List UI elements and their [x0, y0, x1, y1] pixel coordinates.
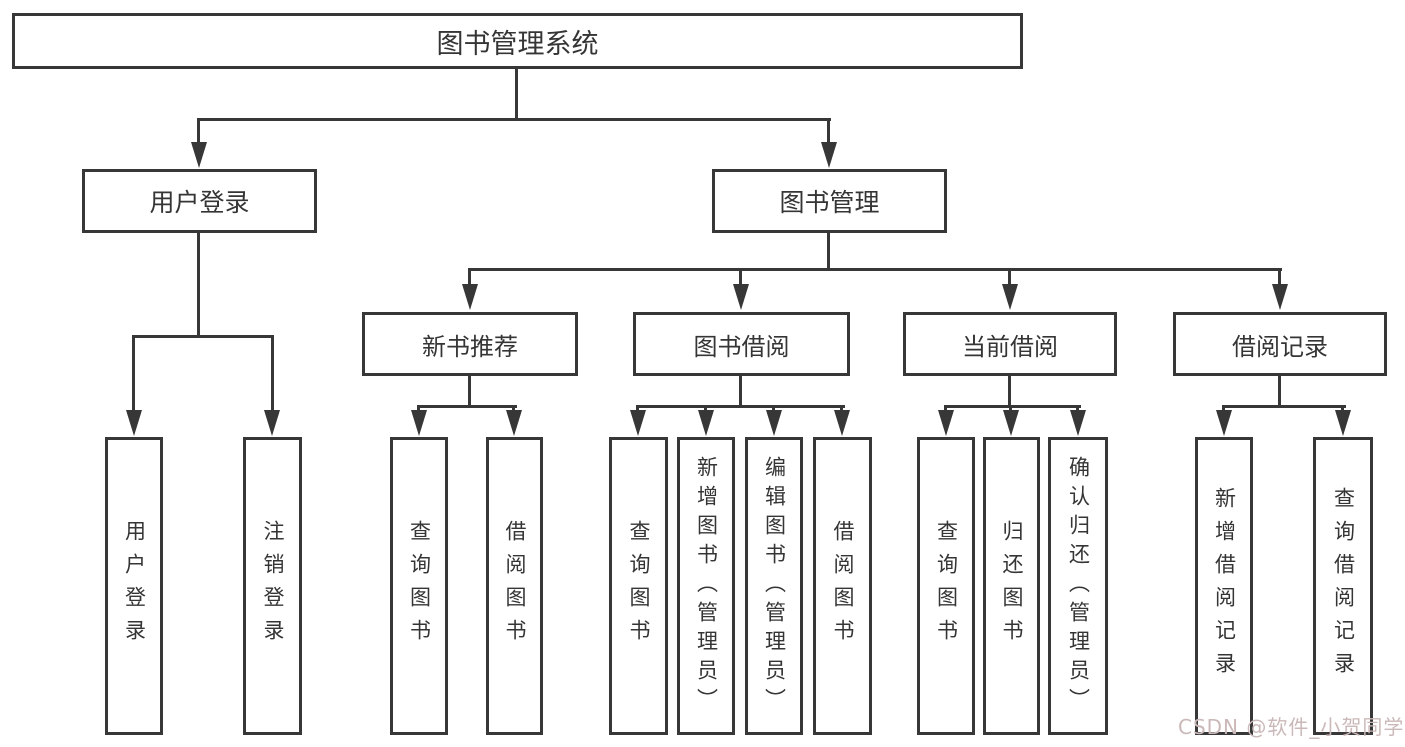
arrowhead-down-icon	[766, 410, 782, 436]
connector-stub-bb-add	[704, 405, 707, 414]
connector-stub-cb-confirm	[1076, 405, 1079, 414]
leaf-br-query-record: 查询借阅记录	[1313, 437, 1373, 735]
connector-stub-bb-borrow	[840, 405, 843, 414]
arrowhead-down-icon	[1003, 410, 1019, 436]
node-library-system: 图书管理系统	[12, 13, 1023, 69]
connector-book-borrow-hline	[636, 405, 845, 408]
leaf-bb-edit-books-admin-label: 编辑图书（管理员）	[762, 455, 787, 717]
arrowhead-down-icon	[1216, 410, 1232, 436]
leaf-user-login-label: 用户登录	[122, 520, 147, 652]
leaf-bb-borrow-books-label: 借阅图书	[831, 520, 855, 652]
connector-user-login-drop	[197, 233, 200, 337]
connector-level3-hline	[468, 268, 1282, 271]
connector-root-drop	[515, 69, 518, 121]
connector-stub-book-borrow	[739, 268, 742, 286]
node-book-borrowing: 图书借阅	[633, 312, 850, 376]
leaf-br-query-record-label: 查询借阅记录	[1331, 487, 1356, 685]
connector-stub-new-book-rec	[468, 268, 471, 286]
connector-stub-nbr-query	[417, 405, 420, 414]
connector-stub-leaf-logout	[271, 335, 274, 413]
arrowhead-down-icon	[264, 410, 280, 436]
arrowhead-down-icon	[462, 284, 478, 310]
node-book-management-label: 图书管理	[779, 188, 880, 217]
leaf-bb-query-books-label: 查询图书	[627, 520, 651, 652]
csdn-watermark: CSDN @软件_小贺同学	[1178, 715, 1405, 739]
connector-stub-user-login	[197, 118, 200, 145]
connector-book-mgmt-drop	[827, 233, 830, 271]
leaf-logout-label: 注销登录	[261, 520, 285, 652]
arrowhead-down-icon	[1335, 410, 1351, 436]
leaf-br-add-record: 新增借阅记录	[1195, 437, 1253, 735]
arrowhead-down-icon	[126, 410, 142, 436]
connector-level2-hline	[197, 118, 831, 121]
connector-new-book-rec-hline	[417, 405, 517, 408]
leaf-nbr-borrow-books-label: 借阅图书	[503, 520, 527, 652]
arrowhead-down-icon	[698, 410, 714, 436]
node-book-borrowing-label: 图书借阅	[693, 332, 790, 361]
leaf-logout: 注销登录	[243, 437, 302, 735]
arrowhead-down-icon	[1070, 410, 1086, 436]
connector-stub-cb-return	[1009, 405, 1012, 414]
connector-stub-bb-query	[636, 405, 639, 414]
connector-stub-leaf-login	[132, 335, 135, 413]
arrowhead-down-icon	[411, 410, 427, 436]
leaf-nbr-query-books-label: 查询图书	[407, 520, 432, 652]
node-borrowing-records-label: 借阅记录	[1232, 332, 1328, 361]
leaf-cb-return-books: 归还图书	[983, 437, 1040, 735]
connector-stub-br-add	[1222, 405, 1225, 414]
leaf-bb-add-books-admin: 新增图书（管理员）	[677, 437, 735, 735]
leaf-cb-query-books-label: 查询图书	[934, 520, 959, 652]
arrowhead-down-icon	[733, 284, 749, 310]
arrowhead-down-icon	[506, 410, 522, 436]
arrowhead-down-icon	[834, 410, 850, 436]
node-new-book-recommend-label: 新书推荐	[422, 332, 518, 361]
connector-stub-cb-query	[944, 405, 947, 414]
connector-borrow-record-drop	[1278, 376, 1281, 407]
arrowhead-down-icon	[821, 142, 837, 168]
node-book-management: 图书管理	[712, 169, 947, 233]
connector-stub-br-query	[1341, 405, 1344, 414]
leaf-bb-query-books: 查询图书	[609, 437, 668, 735]
arrowhead-down-icon	[938, 410, 954, 436]
connector-borrow-record-hline	[1222, 405, 1346, 408]
connector-current-borrow-drop	[1008, 376, 1011, 407]
node-borrowing-records: 借阅记录	[1173, 312, 1387, 376]
connector-stub-borrow-record	[1278, 268, 1281, 286]
node-new-book-recommend: 新书推荐	[362, 312, 578, 376]
node-user-login: 用户登录	[82, 169, 317, 233]
leaf-br-add-record-label: 新增借阅记录	[1212, 487, 1237, 685]
connector-stub-book-mgmt	[827, 118, 830, 145]
connector-stub-current-borrow	[1008, 268, 1011, 286]
connector-current-borrow-hline	[944, 405, 1081, 408]
leaf-bb-add-books-admin-label: 新增图书（管理员）	[694, 455, 719, 717]
leaf-bb-edit-books-admin: 编辑图书（管理员）	[745, 437, 803, 735]
connector-new-book-rec-drop	[468, 376, 471, 407]
leaf-nbr-query-books: 查询图书	[390, 437, 448, 735]
connector-stub-bb-edit	[772, 405, 775, 414]
node-library-system-label: 图书管理系统	[436, 28, 599, 60]
leaf-bb-borrow-books: 借阅图书	[813, 437, 872, 735]
leaf-cb-confirm-return-admin-label: 确认归还（管理员）	[1066, 455, 1091, 717]
leaf-cb-query-books: 查询图书	[917, 437, 975, 735]
leaf-nbr-borrow-books: 借阅图书	[486, 437, 543, 735]
arrowhead-down-icon	[191, 142, 207, 168]
arrowhead-down-icon	[1002, 284, 1018, 310]
leaf-user-login: 用户登录	[105, 437, 163, 735]
node-user-login-label: 用户登录	[149, 188, 250, 217]
connector-stub-nbr-borrow	[512, 405, 515, 414]
connector-book-borrow-drop	[739, 376, 742, 407]
arrowhead-down-icon	[630, 410, 646, 436]
arrowhead-down-icon	[1272, 284, 1288, 310]
leaf-cb-confirm-return-admin: 确认归还（管理员）	[1048, 437, 1108, 735]
node-current-borrowing-label: 当前借阅	[962, 332, 1058, 361]
node-current-borrowing: 当前借阅	[903, 312, 1117, 376]
connector-user-login-hline	[132, 335, 274, 338]
leaf-cb-return-books-label: 归还图书	[1000, 520, 1024, 652]
